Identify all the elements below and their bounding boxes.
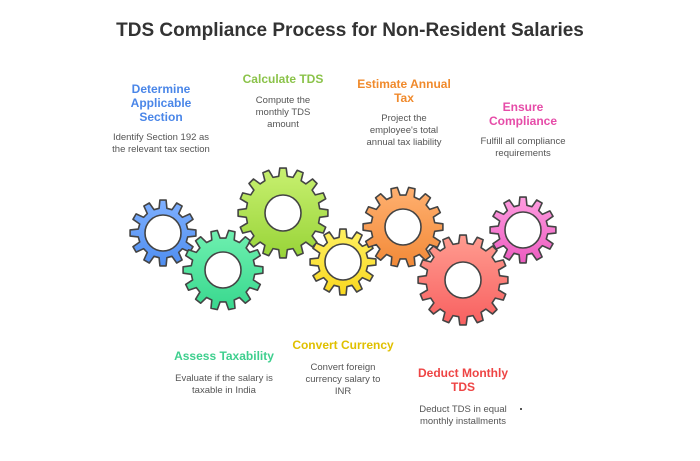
gear-icon-deduct-monthly-tds: [417, 234, 509, 326]
step-title: Deduct Monthly TDS: [418, 366, 508, 394]
gear-icon-calculate-tds: [237, 167, 329, 259]
page-title: TDS Compliance Process for Non-Resident …: [116, 20, 584, 41]
step-title: Estimate Annual Tax: [357, 77, 451, 105]
step-convert-currency: Convert Currency Convert foreign currenc…: [278, 338, 408, 398]
step-assess-taxability: Assess Taxability Evaluate if the salary…: [159, 349, 289, 397]
step-estimate-tax: Estimate Annual Tax Project the employee…: [339, 77, 469, 149]
stray-dot: [520, 408, 522, 410]
gear-icon-assess-taxability: [182, 229, 264, 311]
step-ensure-compliance: Ensure Compliance Fulfill all compliance…: [458, 100, 588, 160]
step-title: Determine Applicable Section: [130, 82, 192, 124]
step-title: Assess Taxability: [174, 349, 274, 363]
gear-icon-estimate-tax: [362, 186, 444, 268]
step-calculate-tds: Calculate TDS Compute the monthly TDS am…: [218, 72, 348, 131]
step-desc: Project the employee's total annual tax …: [366, 113, 442, 148]
step-title: Convert Currency: [292, 338, 394, 352]
gear-icon-ensure-compliance: [489, 196, 557, 264]
step-determine-section: Determine Applicable Section Identify Se…: [96, 82, 226, 156]
step-title: Ensure Compliance: [488, 100, 557, 128]
step-desc: Compute the monthly TDS amount: [255, 95, 311, 130]
step-desc: Identify Section 192 as the relevant tax…: [112, 132, 210, 155]
gear-icon-convert-currency: [309, 228, 377, 296]
gear-icon-determine-section: [129, 199, 197, 267]
step-title: Calculate TDS: [242, 72, 324, 86]
step-desc: Fulfill all compliance requirements: [480, 136, 566, 159]
step-deduct-monthly-tds: Deduct Monthly TDS Deduct TDS in equal m…: [398, 366, 528, 428]
step-desc: Convert foreign currency salary to INR: [305, 362, 381, 397]
step-desc: Deduct TDS in equal monthly installments: [419, 404, 507, 427]
step-desc: Evaluate if the salary is taxable in Ind…: [175, 373, 273, 396]
